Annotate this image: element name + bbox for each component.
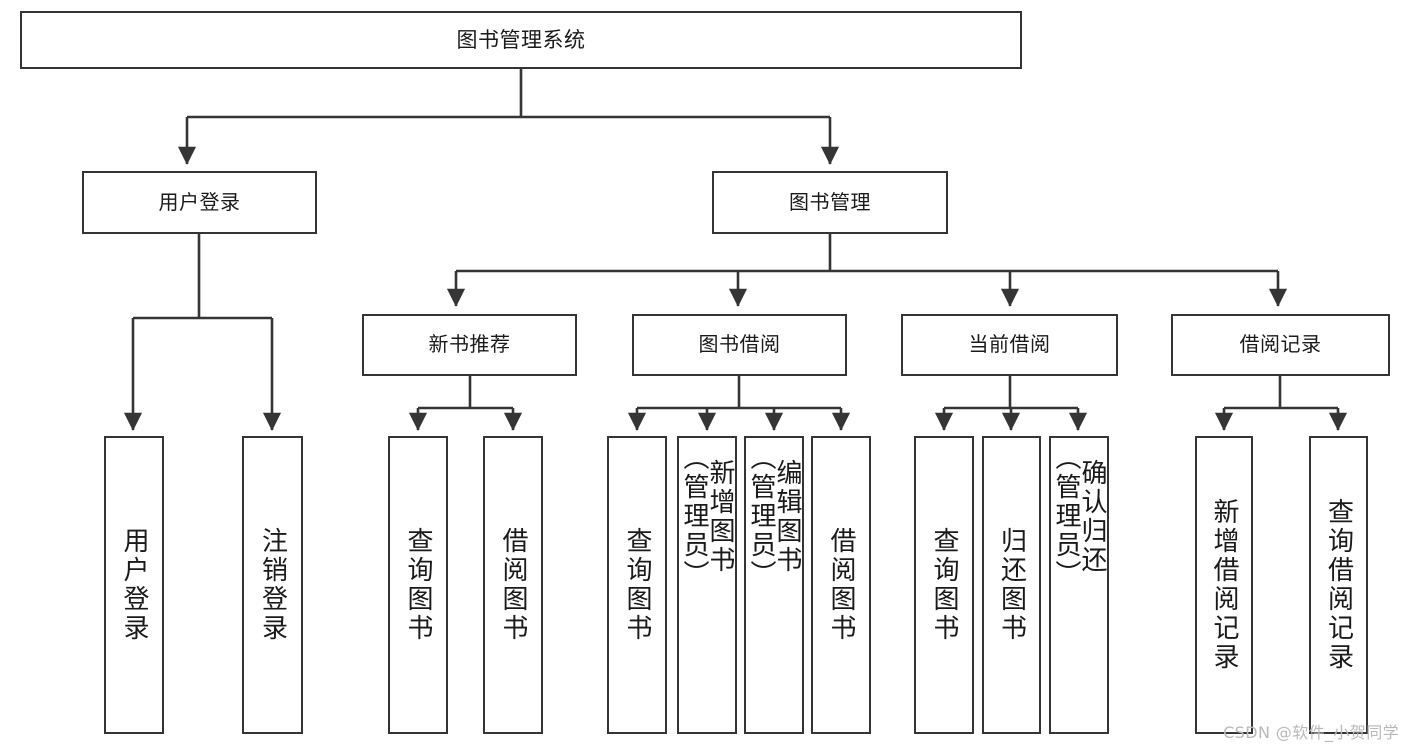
- node-label: 注销登录: [257, 527, 288, 643]
- node-label: 归还图书: [996, 527, 1027, 643]
- node-book-borrow[interactable]: 图书借阅: [632, 314, 847, 376]
- leaf-edit-book-admin[interactable]: 编辑图书 （管理员）: [744, 436, 804, 734]
- node-user-login[interactable]: 用户登录: [82, 171, 317, 234]
- leaf-logout-login[interactable]: 注销登录: [242, 436, 303, 734]
- node-label: 查询图书: [929, 527, 959, 643]
- node-label: 确认归还 （管理员）: [1051, 444, 1107, 589]
- node-label: 用户登录: [158, 189, 241, 214]
- node-label: 查询图书: [622, 527, 652, 643]
- leaf-borrow-book-newbook[interactable]: 借阅图书: [483, 436, 543, 734]
- node-label: 当前借阅: [968, 332, 1051, 357]
- node-label: 新增借阅记录: [1209, 498, 1239, 672]
- leaf-confirm-return-admin[interactable]: 确认归还 （管理员）: [1049, 436, 1109, 734]
- node-current-borrow[interactable]: 当前借阅: [901, 314, 1118, 376]
- node-new-book-recommend[interactable]: 新书推荐: [362, 314, 577, 376]
- node-label: 查询借阅记录: [1323, 498, 1354, 672]
- leaf-add-book-admin[interactable]: 新增图书 （管理员）: [677, 436, 737, 734]
- leaf-query-book-borrow[interactable]: 查询图书: [607, 436, 667, 734]
- leaf-borrow-book[interactable]: 借阅图书: [811, 436, 871, 734]
- leaf-add-borrow-record[interactable]: 新增借阅记录: [1195, 436, 1253, 734]
- node-label: 借阅记录: [1239, 332, 1322, 357]
- node-label: 借阅图书: [498, 527, 528, 643]
- node-label: 编辑图书 （管理员）: [746, 444, 802, 589]
- node-book-management[interactable]: 图书管理: [712, 171, 948, 234]
- node-label: 新书推荐: [428, 332, 511, 357]
- leaf-query-book-newbook[interactable]: 查询图书: [388, 436, 448, 734]
- node-label: 图书管理: [789, 189, 871, 214]
- node-root-book-management-system[interactable]: 图书管理系统: [20, 11, 1022, 69]
- node-label: 图书借阅: [698, 332, 781, 357]
- leaf-return-book[interactable]: 归还图书: [982, 436, 1041, 734]
- leaf-query-book-current[interactable]: 查询图书: [914, 436, 974, 734]
- node-borrow-record[interactable]: 借阅记录: [1171, 314, 1390, 376]
- node-label: 借阅图书: [826, 527, 856, 643]
- node-label: 新增图书 （管理员）: [679, 444, 735, 589]
- leaf-user-login[interactable]: 用户登录: [104, 436, 164, 734]
- node-label: 查询图书: [403, 527, 433, 643]
- node-label: 用户登录: [119, 527, 149, 643]
- node-label: 图书管理系统: [456, 27, 586, 52]
- leaf-query-borrow-record[interactable]: 查询借阅记录: [1309, 436, 1368, 734]
